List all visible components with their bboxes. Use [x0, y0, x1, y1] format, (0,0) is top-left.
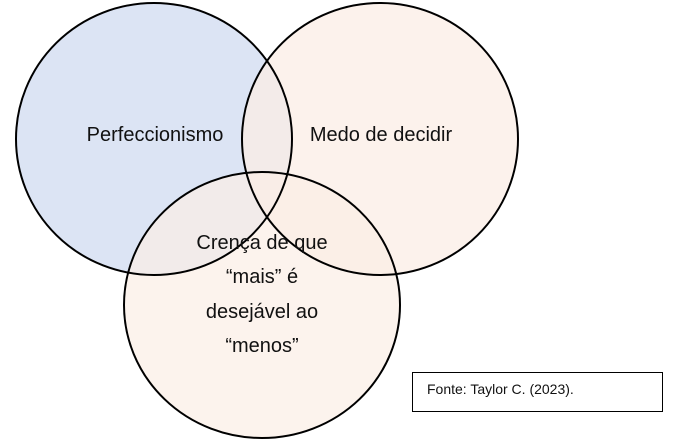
- label-crenca-line-3: desejável ao: [206, 301, 318, 323]
- outline-medo-de-decidir: [241, 2, 519, 276]
- label-crenca-line-1: Crença de que: [196, 232, 327, 254]
- source-caption-text: Fonte: Taylor C. (2023).: [427, 381, 574, 397]
- label-crenca-line-2: “mais” é: [226, 266, 298, 288]
- label-medo-de-decidir: Medo de decidir: [310, 124, 453, 146]
- outline-perfeccionismo: [15, 2, 293, 276]
- label-perfeccionismo: Perfeccionismo: [87, 124, 224, 146]
- outline-crenca: [123, 171, 401, 439]
- source-caption-box: Fonte: Taylor C. (2023).: [412, 372, 663, 412]
- label-crenca-line-4: “menos”: [225, 335, 298, 357]
- circle-crenca: [124, 172, 400, 438]
